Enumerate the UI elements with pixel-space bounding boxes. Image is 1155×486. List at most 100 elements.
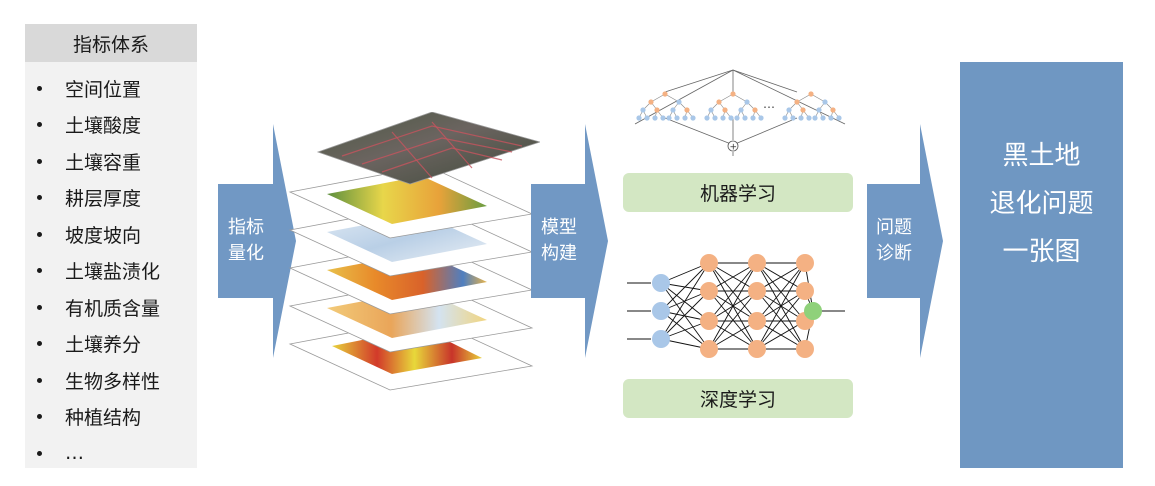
tree-node [712,115,718,121]
tree-ensemble-diagram: … + [634,69,846,156]
tree-node [682,115,688,121]
index-item: 土壤盐渍化 [25,253,197,290]
tree-node [722,107,728,113]
output-node [804,302,822,320]
degradation-map-result: 黑土地 退化问题 一张图 [960,62,1123,468]
tree-node [812,115,818,121]
tree-node [690,115,696,121]
input-node [652,274,670,292]
tree-node [830,107,836,113]
tree-node [806,115,812,121]
tree-node [752,107,758,113]
index-item-label: 有机质含量 [65,297,161,320]
index-item-label: 坡度坡向 [65,224,142,247]
input-node [652,302,670,320]
hidden-node [748,254,766,272]
index-item-label: 生物多样性 [65,370,161,393]
tree-node [816,107,822,113]
diagnosis-arrow: 问题 诊断 [867,124,943,358]
tree-node [734,115,740,121]
index-item-label: 空间位置 [65,78,142,101]
hidden-node [700,282,718,300]
tree-node [786,107,792,113]
tree-node [666,115,672,121]
tree-node [744,99,750,105]
bullet-icon [37,268,42,274]
hidden-node [700,254,718,272]
index-item-label: … [65,442,84,465]
tree-node [800,107,806,113]
index-item: 种植结构 [25,399,197,436]
decision-tree [782,91,842,121]
index-item-label: 土壤酸度 [65,115,142,138]
quantify-arrow: 指标 量化 [218,124,296,358]
input-node [652,330,670,348]
diagnosis-arrow-label: 问题 诊断 [876,217,912,264]
hidden-node [700,340,718,358]
tree-node [644,115,650,121]
diagnosis-arrow-shape [867,124,943,358]
tree-node [708,107,714,113]
tree-node [654,107,660,113]
tree-ellipsis: … [763,97,775,111]
bullet-icon [37,231,42,237]
index-item: 耕层厚度 [25,180,197,217]
bullet-icon [37,122,42,128]
tree-node [720,115,726,121]
result-text: 黑土地 退化问题 一张图 [989,141,1094,267]
bullet-icon [37,450,42,456]
modeling-arrow: 模型 构建 [531,124,608,358]
index-item-label: 种植结构 [65,407,142,430]
hidden-node [700,312,718,330]
tree-node [738,107,744,113]
tree-node [648,99,654,105]
bullet-icon [37,304,42,310]
bullet-icon [37,414,42,420]
index-item: … [25,435,197,472]
tree-node [808,91,814,97]
tree-node [758,115,764,121]
index-item: 土壤酸度 [25,107,197,144]
hidden-node [748,282,766,300]
deep-learning-box: 深度学习 [623,379,853,418]
decision-tree [704,91,764,121]
quantify-arrow-label: 指标 量化 [228,217,264,264]
svg-text:+: + [730,143,738,153]
hidden-node [748,340,766,358]
bullet-icon [37,85,42,91]
tree-node [684,107,690,113]
bullet-icon [37,195,42,201]
tree-node [640,107,646,113]
tree-node [670,107,676,113]
tree-node [836,115,842,121]
map-layer-1-satellite [316,112,540,185]
neural-network-diagram [627,254,845,358]
index-item-label: 土壤盐渍化 [65,261,161,284]
index-item: 土壤养分 [25,326,197,363]
tree-node [820,115,826,121]
tree-node [652,115,658,121]
tree-node [662,91,668,97]
index-item: 有机质含量 [25,289,197,326]
tree-node [676,99,682,105]
tree-node [704,115,710,121]
aggregate-node [727,140,739,152]
tree-node [798,115,804,121]
tree-node [790,115,796,121]
tree-node [782,115,788,121]
modeling-arrow-label: 模型 构建 [541,217,577,264]
map-layer-stack [288,112,540,391]
index-list: 空间位置土壤酸度土壤容重耕层厚度坡度坡向土壤盐渍化有机质含量土壤养分生物多样性种… [25,70,197,472]
hidden-node [796,254,814,272]
index-item-label: 土壤养分 [65,334,142,357]
tree-node [822,99,828,105]
index-item-label: 耕层厚度 [65,188,142,211]
tree-node [660,115,666,121]
hidden-node [748,312,766,330]
tree-node [730,91,736,97]
hidden-node [796,282,814,300]
quantify-arrow-shape [218,124,296,358]
bullet-icon [37,341,42,347]
index-system-panel: 指标体系 空间位置土壤酸度土壤容重耕层厚度坡度坡向土壤盐渍化有机质含量土壤养分生… [25,24,197,468]
tree-node [674,115,680,121]
